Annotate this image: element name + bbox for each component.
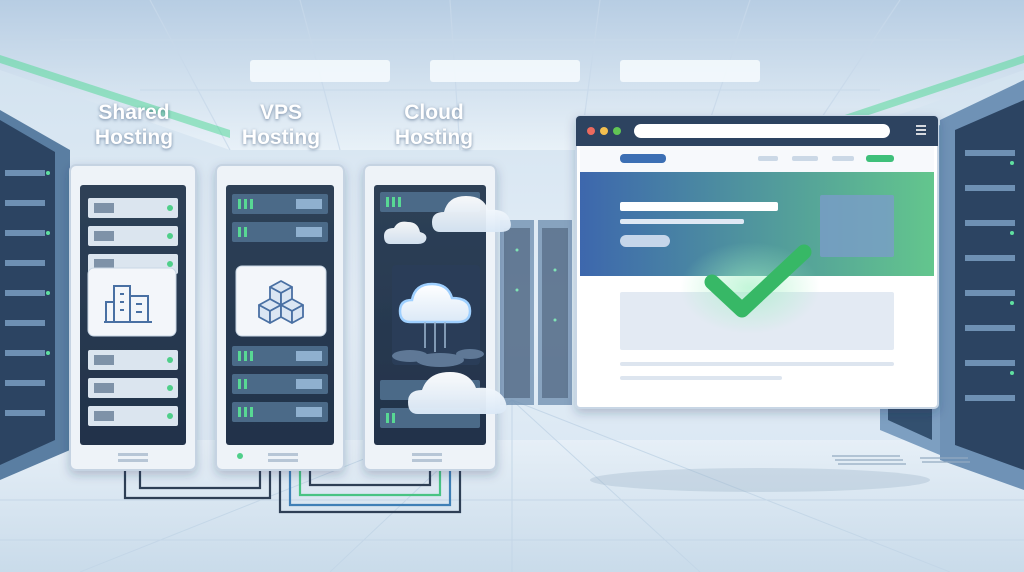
- address-bar: [634, 124, 890, 138]
- close-dot: [587, 127, 595, 135]
- building-icon: [104, 285, 152, 323]
- vps-hosting-label: VPS Hosting: [241, 101, 321, 149]
- left-wall-racks: [0, 110, 70, 480]
- shared-hosting-rack: [69, 164, 197, 471]
- background-racks: [500, 220, 572, 405]
- floating-cloud-small: [384, 221, 427, 244]
- website-browser-window: [575, 115, 939, 492]
- nav-cta: [866, 155, 894, 162]
- cloud-icon: [392, 282, 484, 367]
- hamburger-menu-icon: [916, 125, 926, 135]
- shared-hosting-label: Shared Hosting: [94, 101, 174, 149]
- maximize-dot: [613, 127, 621, 135]
- cubes-icon: [258, 280, 304, 324]
- minimize-dot: [600, 127, 608, 135]
- vps-hosting-rack: [215, 164, 345, 471]
- floating-cloud-bottom: [408, 372, 507, 414]
- network-cables: [123, 465, 462, 514]
- cloud-hosting-label: Cloud Hosting: [394, 101, 474, 149]
- site-logo: [620, 154, 666, 163]
- floating-cloud-top: [432, 196, 511, 232]
- checkmark-icon: [704, 244, 812, 318]
- floor-vent: [832, 455, 970, 465]
